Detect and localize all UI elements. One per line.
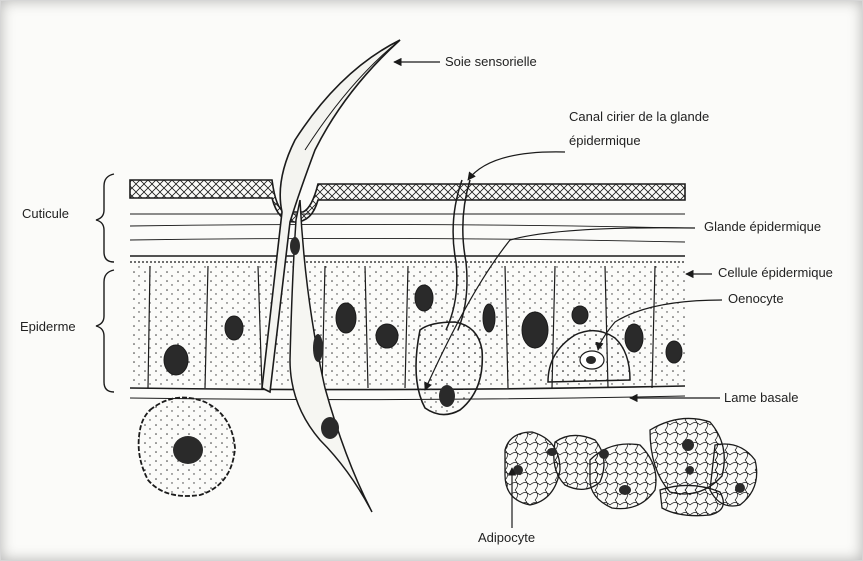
label-cellule-epidermique: Cellule épidermique — [718, 265, 833, 280]
cuticle-layer — [130, 180, 685, 262]
label-lame-basale: Lame basale — [724, 390, 798, 405]
label-epiderme: Epiderme — [20, 319, 76, 334]
layer-braces — [96, 174, 114, 392]
label-adipocyte: Adipocyte — [478, 530, 535, 545]
label-soie-sensorielle: Soie sensorielle — [445, 54, 537, 69]
label-cuticule: Cuticule — [22, 206, 69, 221]
label-canal-cirier-line1: Canal cirier de la glande — [569, 109, 709, 124]
adipocyte-cluster — [505, 418, 757, 515]
label-glande-epidermique: Glande épidermique — [704, 219, 821, 234]
label-canal-cirier-line2: épidermique — [569, 133, 641, 148]
hemocyte-cell — [139, 398, 235, 497]
label-oenocyte: Oenocyte — [728, 291, 784, 306]
